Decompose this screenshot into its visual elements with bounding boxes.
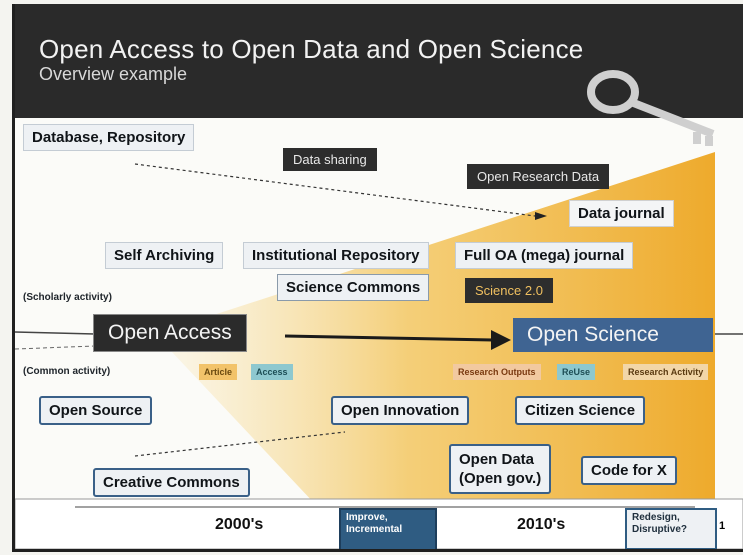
chip-research-activity: Research Activity bbox=[623, 364, 709, 380]
label-creative-commons: Creative Commons bbox=[93, 468, 250, 497]
slide-title: Open Access to Open Data and Open Scienc… bbox=[39, 34, 584, 64]
tag-redesign-disruptive: Redesign, Disruptive? bbox=[625, 508, 717, 549]
label-open-innovation: Open Innovation bbox=[331, 396, 470, 425]
label-open-access: Open Access bbox=[93, 314, 247, 352]
label-science-commons: Science Commons bbox=[277, 274, 430, 301]
slide-subtitle: Overview example bbox=[39, 64, 188, 84]
chip-reuse: ReUse bbox=[557, 364, 596, 380]
chip-article: Article bbox=[199, 364, 238, 380]
label-full-oa-journal: Full OA (mega) journal bbox=[455, 242, 634, 269]
open-access-line-dashed bbox=[15, 345, 96, 350]
label-data-sharing: Data sharing bbox=[283, 148, 377, 171]
label-database-repository: Database, Repository bbox=[23, 124, 195, 151]
decade-2000s: 2000's bbox=[215, 516, 264, 533]
slide: Open Access to Open Data and Open Scienc… bbox=[12, 4, 743, 552]
label-self-archiving: Self Archiving bbox=[105, 242, 224, 269]
decade-2010s: 2010's bbox=[517, 516, 566, 533]
open-access-line-left bbox=[15, 331, 96, 335]
label-open-research-data: Open Research Data bbox=[467, 164, 610, 189]
open-access-arrowhead bbox=[491, 330, 511, 350]
label-institutional-repository: Institutional Repository bbox=[243, 242, 429, 269]
page-number: 1 bbox=[719, 520, 726, 532]
label-open-source: Open Source bbox=[39, 396, 153, 425]
label-data-journal: Data journal bbox=[569, 200, 674, 227]
label-common-activity: (Common activity) bbox=[23, 366, 111, 377]
label-open-science: Open Science bbox=[513, 318, 713, 352]
key-icon bbox=[587, 70, 715, 146]
label-citizen-science: Citizen Science bbox=[515, 396, 646, 425]
label-code-for-x: Code for X bbox=[581, 456, 677, 485]
chip-access: Access bbox=[251, 364, 293, 380]
label-scholarly-activity: (Scholarly activity) bbox=[23, 292, 112, 303]
tag-improve-incremental: Improve, Incremental bbox=[339, 508, 437, 549]
chip-research-outputs: Research Outputs bbox=[453, 364, 541, 380]
open-access-arrow bbox=[284, 334, 494, 342]
header: Open Access to Open Data and Open Scienc… bbox=[15, 4, 743, 146]
label-open-data: Open Data (Open gov.) bbox=[449, 444, 552, 494]
label-science-20: Science 2.0 bbox=[465, 278, 553, 303]
connector-data-sharing bbox=[134, 163, 536, 217]
connector-creative-commons bbox=[134, 431, 346, 457]
connector-arrowhead bbox=[535, 212, 547, 220]
